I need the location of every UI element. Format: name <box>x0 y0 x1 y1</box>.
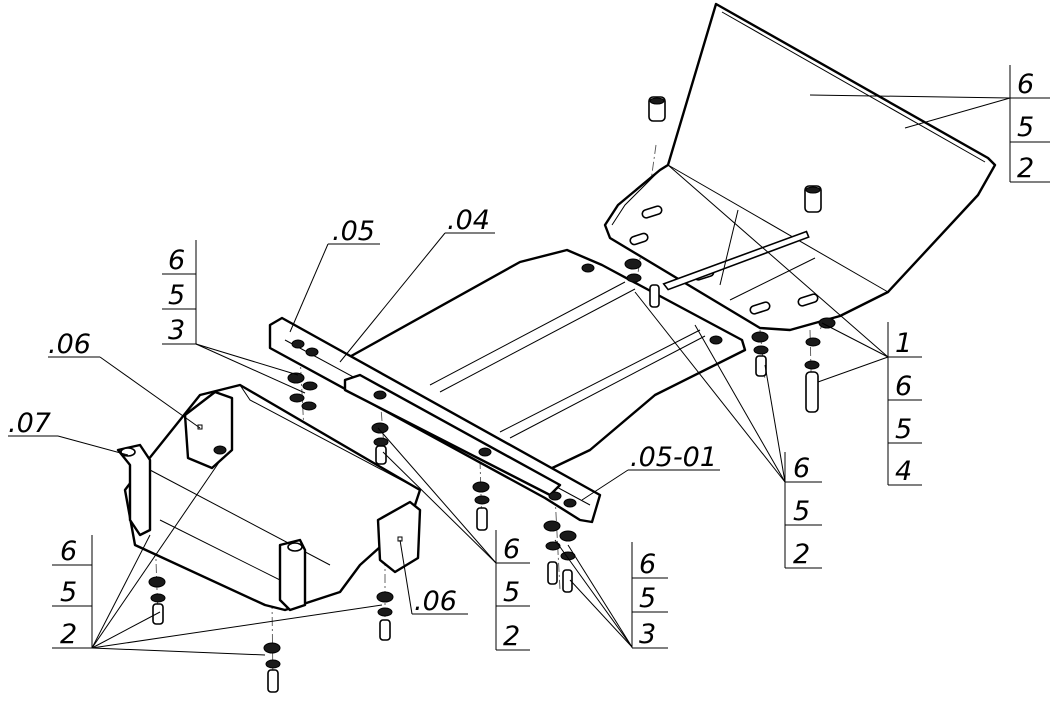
callout-bottom-mid-right: 6 5 3 <box>639 549 656 650</box>
callout-number: 1 <box>895 328 912 359</box>
callout-right-upper: 1 6 5 4 <box>895 328 912 487</box>
spacer-bushing-top <box>648 96 666 122</box>
part-label-underlines <box>8 232 720 615</box>
fastener-stack-rear-left <box>148 576 166 625</box>
callout-number: 6 <box>793 453 810 484</box>
fastener-stack-beam-left <box>287 372 318 411</box>
leader-lines <box>57 94 1011 656</box>
part-label-05: .05 <box>332 216 375 247</box>
callout-number: 6 <box>503 534 520 565</box>
fastener-stack-front-mid <box>751 331 769 377</box>
callout-number: 6 <box>1017 69 1034 100</box>
callout-number: 5 <box>639 583 656 614</box>
callout-number: 4 <box>895 456 912 487</box>
fastener-stack-front-left <box>624 258 660 308</box>
callout-number: 6 <box>895 371 912 402</box>
fastener-stack-front-right <box>804 317 836 413</box>
callout-right-mid: 6 5 2 <box>793 453 810 570</box>
part-labels: .05 .04 .06 .07 .05-01 .06 <box>8 205 717 617</box>
callout-number: 6 <box>168 245 185 276</box>
part-label-06-left: .06 <box>48 329 91 360</box>
fastener-stack-beam-mid <box>472 481 490 531</box>
callout-number: 2 <box>1017 153 1034 184</box>
part-label-04: .04 <box>447 205 490 236</box>
crossmember-beam <box>268 316 602 524</box>
spacer-bushing-mid <box>804 185 822 213</box>
rear-box-plate <box>116 383 422 612</box>
front-skid-plate <box>603 2 997 332</box>
callout-number: 3 <box>639 619 656 650</box>
callout-number: 2 <box>60 619 77 650</box>
callout-upper-left: 6 5 3 <box>168 245 185 346</box>
callout-frames <box>52 65 1050 651</box>
callout-bottom-center: 6 5 2 <box>503 534 520 652</box>
part-label-05-01: .05-01 <box>630 442 717 473</box>
callout-bottom-left: 6 5 2 <box>60 536 77 650</box>
part-label-07: .07 <box>8 408 51 439</box>
callout-number: 5 <box>168 280 185 311</box>
callout-number: 3 <box>168 315 185 346</box>
callout-number: 5 <box>895 414 912 445</box>
callout-top-right: 6 5 2 <box>1017 69 1034 184</box>
fastener-stack-beam-center <box>371 422 389 465</box>
fastener-stack-rear-bottom <box>263 642 281 693</box>
fastener-stack-rear-right <box>376 591 394 641</box>
callout-number: 5 <box>1017 112 1034 143</box>
callout-number: 5 <box>793 496 810 527</box>
callout-number: 6 <box>639 549 656 580</box>
callout-number: 6 <box>60 536 77 567</box>
callout-number: 2 <box>793 539 810 570</box>
callout-number: 2 <box>503 621 520 652</box>
part-label-06-right: .06 <box>414 586 457 617</box>
side-bracket-left <box>183 390 234 470</box>
callout-number: 5 <box>503 577 520 608</box>
callout-number: 5 <box>60 577 77 608</box>
